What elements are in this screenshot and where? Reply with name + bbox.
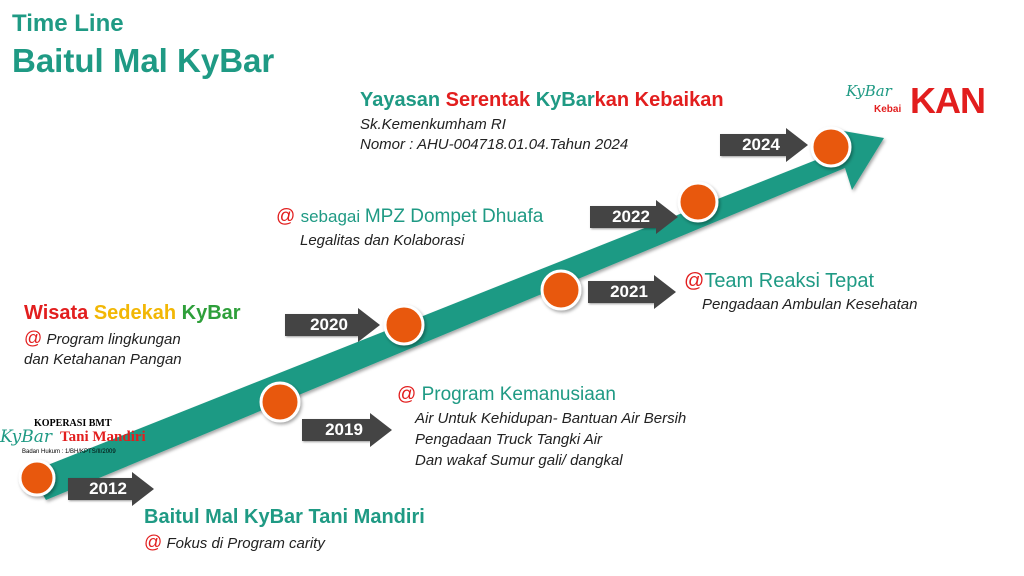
- event-2024-line1: Sk.Kemenkumham RI: [360, 116, 506, 133]
- event-2019-line1: Air Untuk Kehidupan- Bantuan Air Bersih: [415, 410, 687, 427]
- event-2024-title: Yayasan Serentak KyBarkan Kebaikan: [360, 89, 724, 111]
- event-2022-title: @ sebagai MPZ Dompet Dhuafa: [276, 206, 544, 227]
- year-2019-arrow: 2019: [302, 413, 392, 447]
- event-2019-line2: Pengadaan Truck Tangki Air: [415, 431, 603, 448]
- event-2024-line2: Nomor : AHU-004718.01.04.Tahun 2024: [360, 136, 629, 153]
- year-2019-label: 2019: [325, 420, 363, 439]
- event-2012-line1: @ Fokus di Program carity: [144, 532, 325, 552]
- year-2020-label: 2020: [310, 315, 348, 334]
- node-2021: [540, 269, 582, 311]
- node-2019: [259, 381, 301, 423]
- event-2019-title: @ Program Kemanusiaan: [397, 384, 616, 405]
- year-2012-arrow: 2012: [68, 472, 154, 506]
- logo-kybar-kebaikan: KyBar Kebai KAN: [846, 80, 986, 121]
- year-2024-arrow: 2024: [720, 128, 808, 162]
- node-2020: [383, 304, 425, 346]
- event-2020-line2: dan Ketahanan Pangan: [24, 351, 182, 368]
- year-2021-label: 2021: [610, 282, 648, 301]
- node-2022: [677, 181, 719, 223]
- year-2022-label: 2022: [612, 207, 650, 226]
- logo-koperasi-bmt: KOPERASI BMT KyBar Tani Mandiri Badan Hu…: [0, 418, 146, 455]
- event-2020-line1: @ Program lingkungan: [24, 328, 181, 348]
- event-2021-title: @Team Reaksi Tepat: [684, 270, 875, 292]
- year-2024-label: 2024: [742, 135, 780, 154]
- node-2024: [810, 126, 852, 168]
- event-2022-line1: Legalitas dan Kolaborasi: [300, 232, 465, 249]
- node-2012: [18, 459, 56, 497]
- year-2022-arrow: 2022: [590, 200, 678, 234]
- year-2021-arrow: 2021: [588, 275, 676, 309]
- year-2020-arrow: 2020: [285, 308, 380, 342]
- event-2019-line3: Dan wakaf Sumur gali/ dangkal: [415, 452, 623, 469]
- timeline-nodes: [18, 126, 852, 497]
- event-2012-title: Baitul Mal KyBar Tani Mandiri: [144, 506, 425, 528]
- title-line-1: Time Line: [12, 10, 124, 37]
- event-2021-line1: Pengadaan Ambulan Kesehatan: [702, 296, 918, 313]
- title-line-2: Baitul Mal KyBar: [12, 42, 275, 79]
- event-2020-title: Wisata Sedekah KyBar: [24, 302, 241, 324]
- year-2012-label: 2012: [89, 479, 127, 498]
